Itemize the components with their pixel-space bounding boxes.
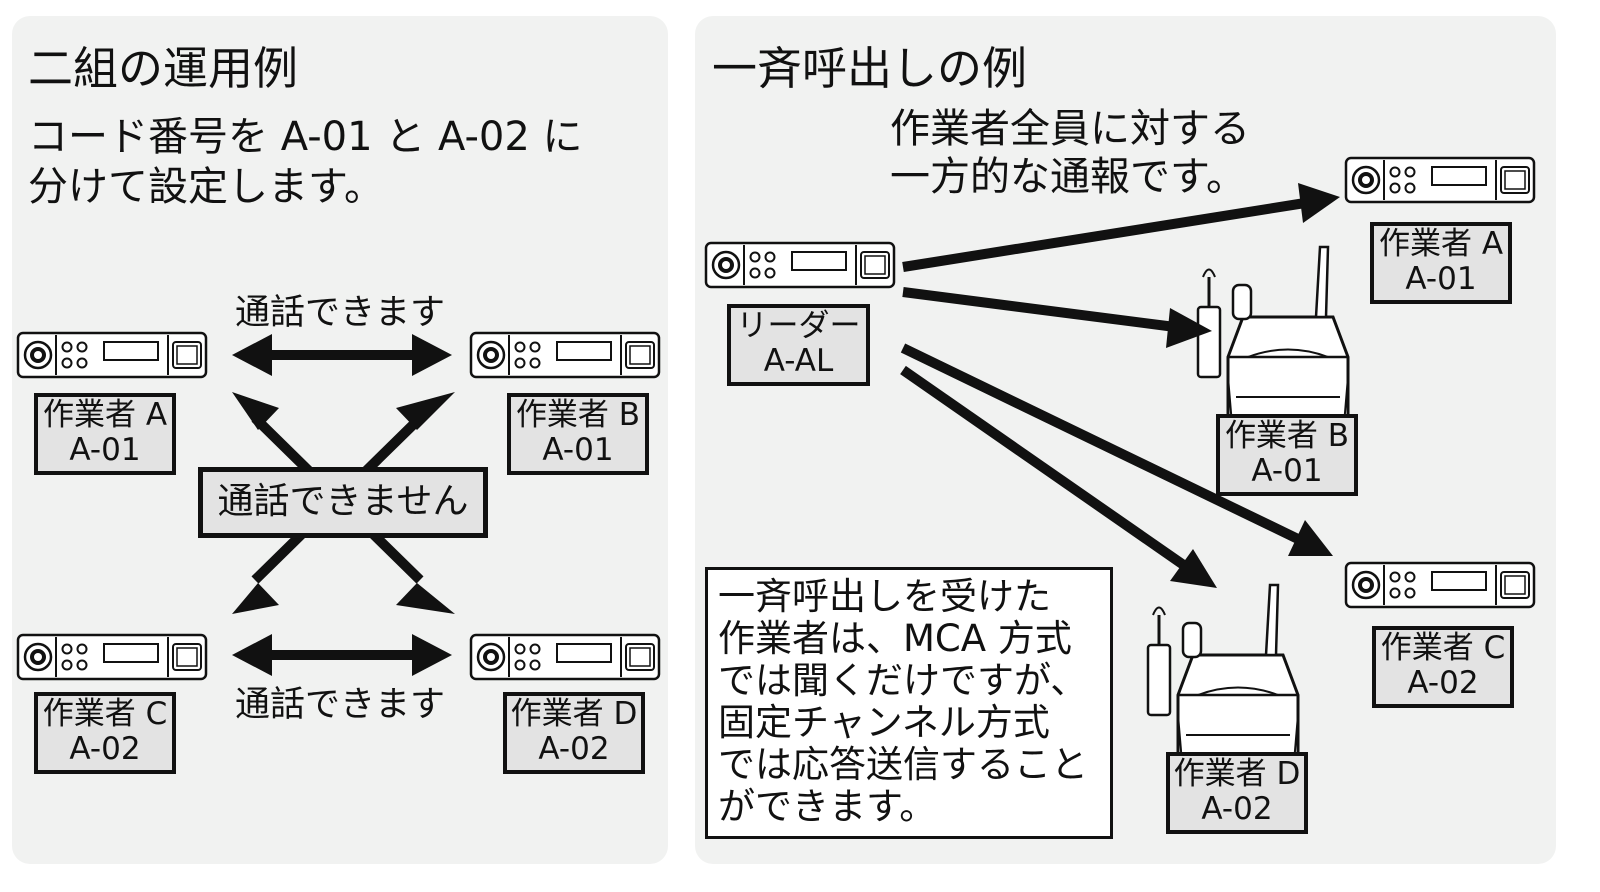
note-line-3: では聞くだけですが、 <box>718 659 1088 702</box>
broadcast-arrows <box>900 198 1306 571</box>
right-title: 一斉呼出しの例 <box>712 42 1028 95</box>
left-title: 二組の運用例 <box>28 42 299 95</box>
arrowheads-left <box>232 334 455 676</box>
broadcast-arrowheads <box>1166 183 1340 588</box>
note-line-2: 作業者は、MCA 方式 <box>718 617 1072 660</box>
can-talk-bottom-label: 通話できます <box>235 685 446 725</box>
leader-name: リーダー <box>736 308 861 344</box>
radio-unit-d-icon <box>469 633 661 681</box>
unit-d-name: 作業者 D <box>510 696 638 732</box>
unit-c-label: 作業者 C A-02 <box>34 692 176 774</box>
left-description-line2: 分けて設定します。 <box>28 164 384 210</box>
note-line-5: では応答送信すること <box>718 743 1088 786</box>
unit-b-label: 作業者 B A-01 <box>507 393 649 475</box>
unit-c-code: A-02 <box>69 731 141 767</box>
unit-b-name: 作業者 B <box>515 397 641 433</box>
right-description-line2: 一方的な通報です。 <box>890 154 1246 200</box>
unit-a-name: 作業者 A <box>42 397 168 433</box>
unit-d-label: 作業者 D A-02 <box>503 692 645 774</box>
worker-b-label: 作業者 B A-01 <box>1216 414 1358 496</box>
note-line-4: 固定チャンネル方式 <box>718 701 1050 744</box>
worker-a-label: 作業者 A A-01 <box>1370 222 1512 304</box>
worker-d-label: 作業者 D A-02 <box>1166 752 1308 834</box>
leader-code: A-AL <box>763 343 834 379</box>
worker-c-label: 作業者 C A-02 <box>1372 626 1514 708</box>
leader-label: リーダー A-AL <box>727 304 870 386</box>
worker-a-radio-icon <box>1344 156 1536 204</box>
worker-a-code: A-01 <box>1405 261 1477 297</box>
worker-c-name: 作業者 C <box>1380 630 1506 666</box>
right-description-line1: 作業者全員に対する <box>890 106 1250 152</box>
worker-a-name: 作業者 A <box>1378 226 1504 262</box>
unit-b-code: A-01 <box>542 432 614 468</box>
note-line-1: 一斉呼出しを受けた <box>718 575 1051 618</box>
worker-c-radio-icon <box>1344 561 1536 609</box>
radio-unit-a-icon <box>16 331 208 379</box>
worker-d-code: A-02 <box>1201 791 1273 827</box>
radio-unit-c-icon <box>16 633 208 681</box>
worker-b-code: A-01 <box>1251 453 1323 489</box>
cannot-talk-label: 通話できません <box>198 467 488 538</box>
worker-d-name: 作業者 D <box>1173 756 1301 792</box>
unit-a-label: 作業者 A A-01 <box>34 393 176 475</box>
leader-radio-icon <box>704 241 896 289</box>
unit-d-code: A-02 <box>538 731 610 767</box>
unit-c-name: 作業者 C <box>42 696 168 732</box>
worker-b-name: 作業者 B <box>1224 418 1350 454</box>
can-talk-top-label: 通話できます <box>235 293 446 333</box>
left-description-line1: コード番号を A-01 と A-02 に <box>28 114 583 160</box>
broadcast-note: 一斉呼出しを受けた 作業者は、MCA 方式 では聞くだけですが、 固定チャンネル… <box>705 567 1113 839</box>
unit-a-code: A-01 <box>69 432 141 468</box>
worker-c-code: A-02 <box>1407 665 1479 701</box>
radio-unit-b-icon <box>469 331 661 379</box>
note-line-6: ができます。 <box>718 785 937 828</box>
